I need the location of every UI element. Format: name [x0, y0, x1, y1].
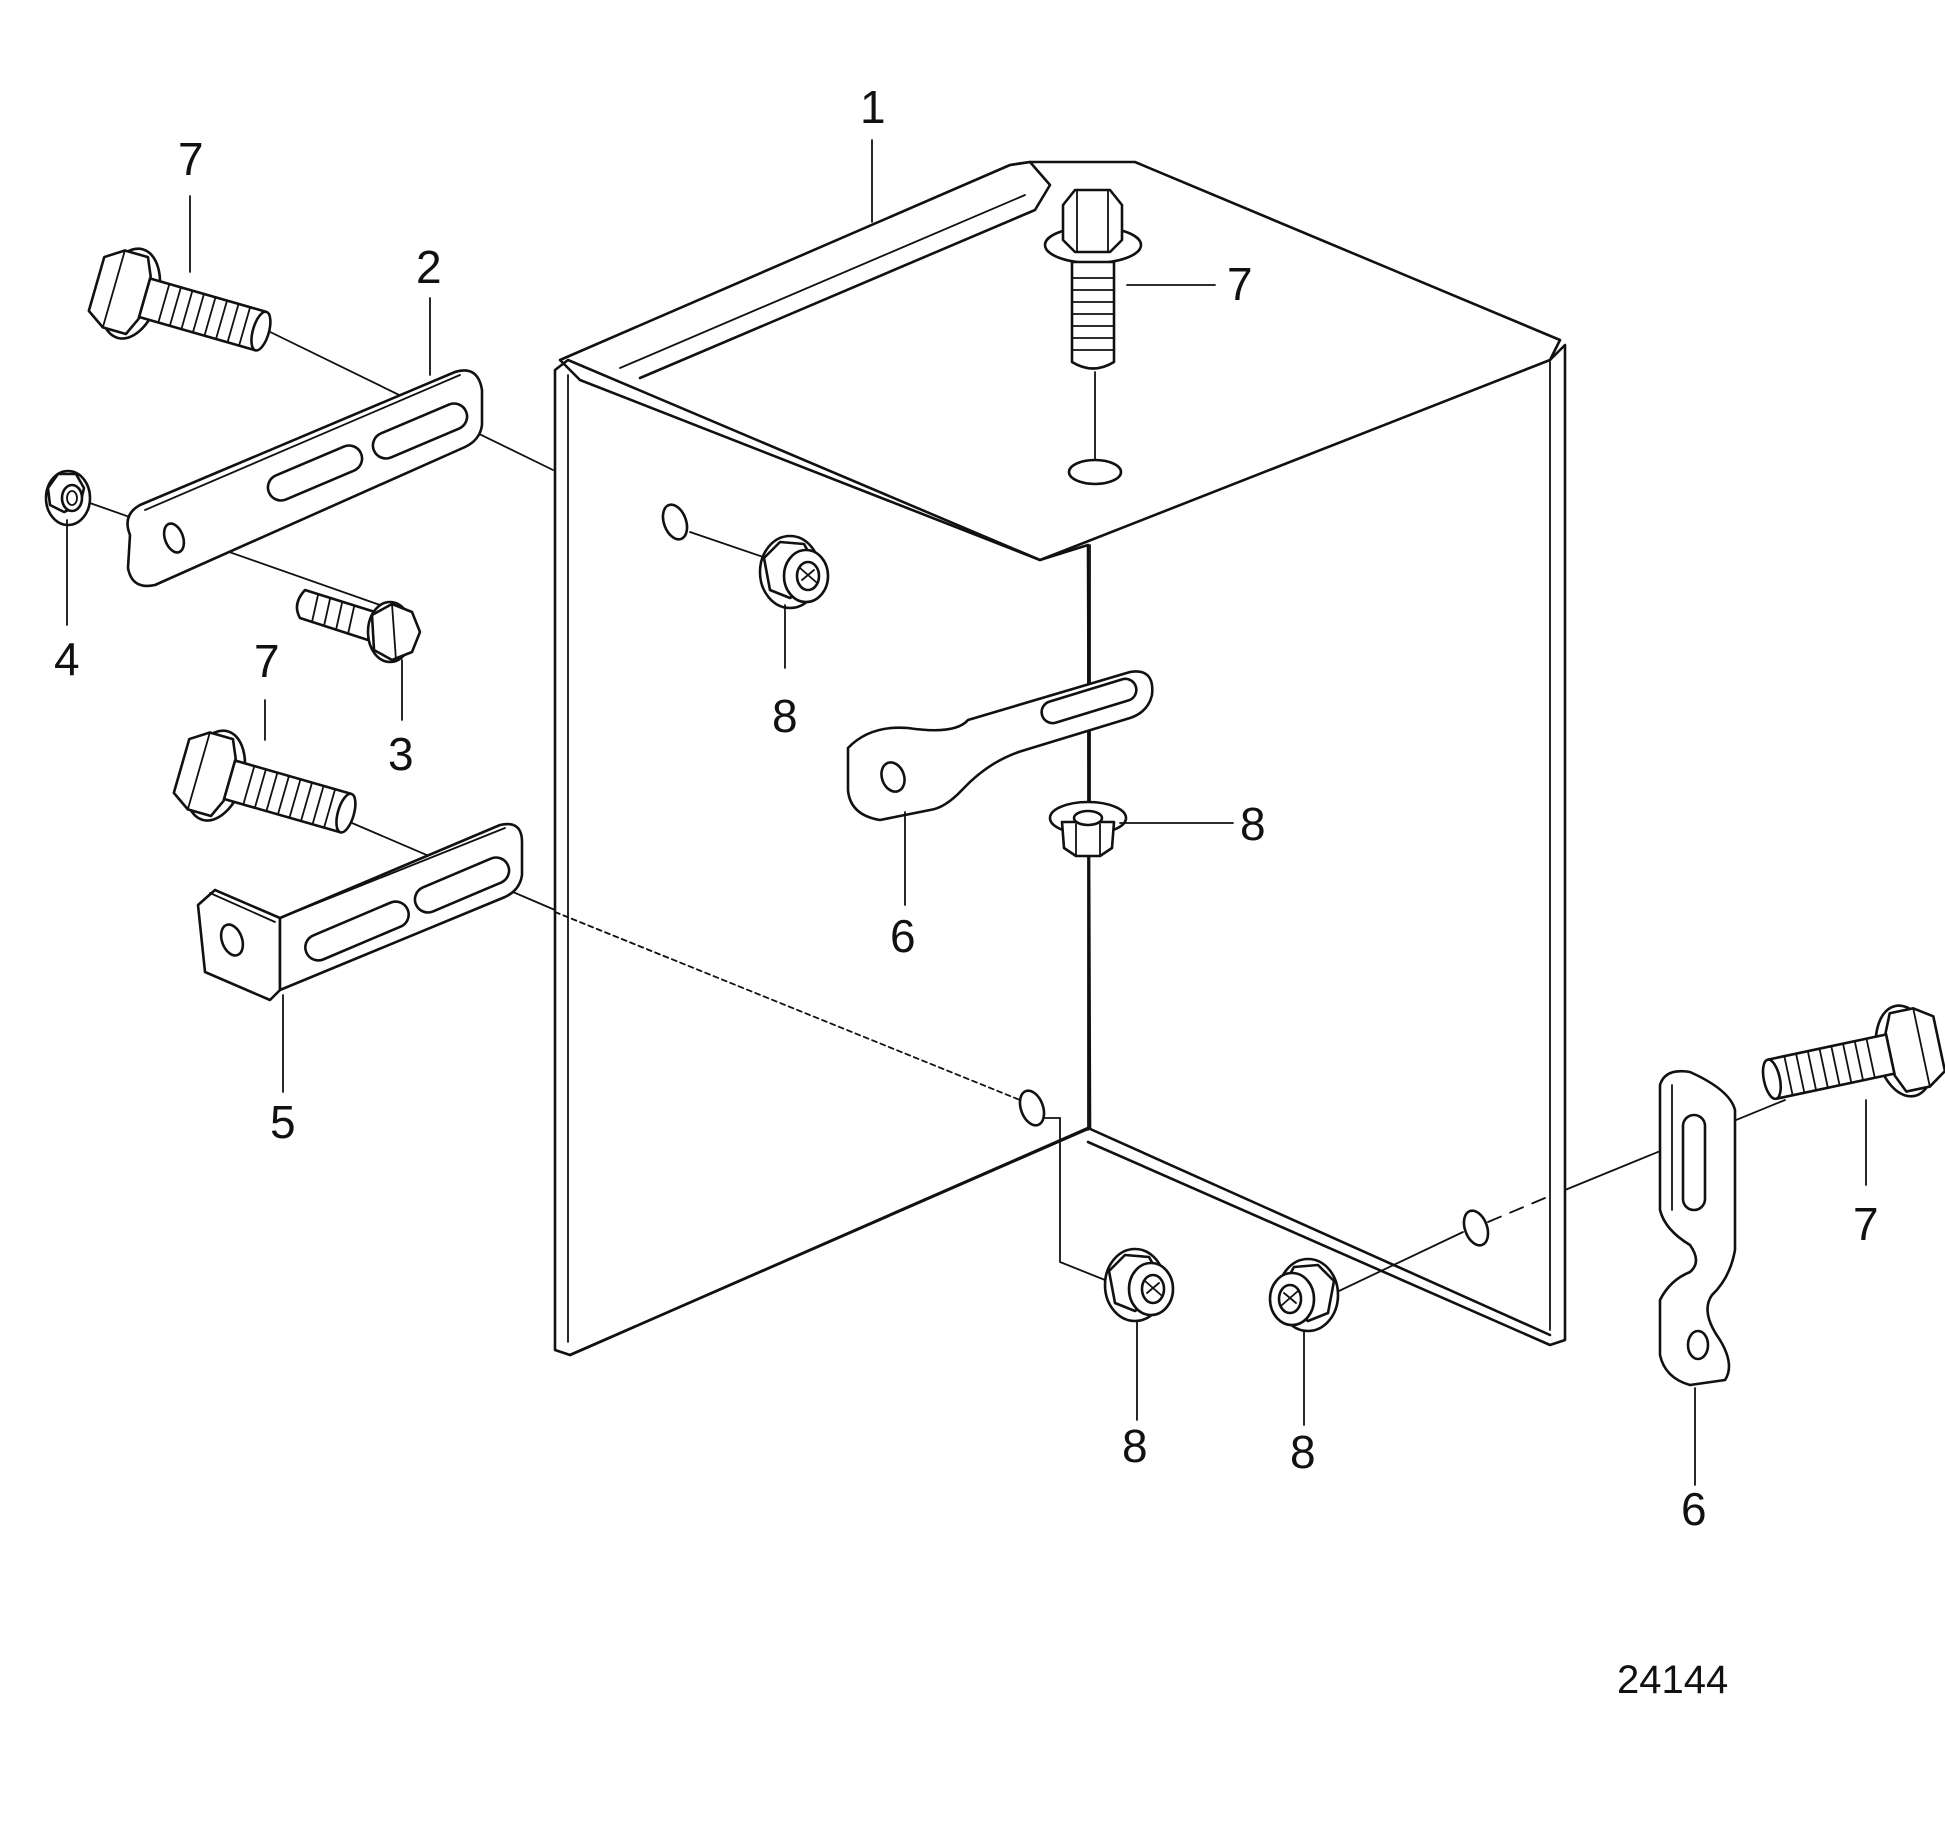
flange-nut-8c: [1103, 1247, 1175, 1323]
callout-7-top: 7: [1227, 258, 1253, 310]
flange-nut-8d: [1268, 1257, 1340, 1333]
bolt-7d: [1753, 997, 1945, 1128]
callout-6-right: 6: [1681, 1483, 1707, 1535]
bolt-7c-vertical: [1043, 188, 1143, 370]
flange-nut-8a: [758, 534, 830, 610]
offset-link-6b: [1658, 1070, 1737, 1387]
callout-7-top-left: 7: [178, 133, 204, 185]
main-bracket: [553, 160, 1567, 1357]
callout-8-upper: 8: [772, 690, 798, 742]
callout-7-left: 7: [254, 635, 280, 687]
slotted-strap-2: [126, 369, 484, 588]
angled-strap-5: [196, 822, 524, 1002]
callout-4: 4: [54, 633, 80, 685]
callout-8-center: 8: [1240, 798, 1266, 850]
callout-6-center: 6: [890, 910, 916, 962]
callout-8-bottom-right: 8: [1290, 1426, 1316, 1478]
drawing-reference-number: 24144: [1617, 1658, 1728, 1702]
callout-3: 3: [388, 728, 414, 780]
callout-2: 2: [416, 241, 442, 293]
bolt-7a: [82, 238, 283, 379]
small-bolt-3: [295, 588, 422, 664]
callout-labels: 1 2 3 4 5 6 6 7 7 7 7 8 8 8 8: [54, 81, 1879, 1535]
small-nut-4: [44, 469, 92, 527]
bolt-7b: [167, 720, 368, 861]
callout-8-bottom-left: 8: [1122, 1420, 1148, 1472]
callout-5: 5: [270, 1096, 296, 1148]
callout-1: 1: [860, 81, 886, 133]
leader-lines: [66, 139, 1867, 1486]
flange-nut-8b: [1048, 800, 1128, 858]
offset-link-6a: [846, 670, 1154, 822]
callout-7-right: 7: [1853, 1198, 1879, 1250]
